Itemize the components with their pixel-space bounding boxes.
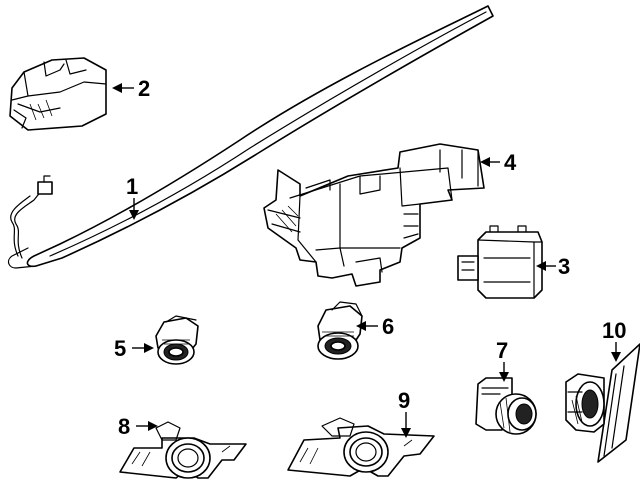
part-6-sensor [317, 301, 363, 360]
callout-9: 9 [398, 388, 410, 413]
part-3-module [457, 225, 543, 299]
callout-1: 1 [126, 174, 138, 199]
part-2-module [9, 57, 107, 131]
part-9-bracket [287, 417, 435, 477]
callout-leaders [112, 83, 621, 438]
callout-10: 10 [602, 318, 626, 343]
callout-7: 7 [496, 338, 508, 363]
part-5-sensor [155, 315, 199, 365]
callout-3: 3 [558, 254, 570, 279]
callout-8: 8 [118, 414, 130, 439]
part-8-bracket [119, 421, 247, 479]
part-10-bracket [565, 343, 640, 463]
part-7-sensor [475, 377, 537, 435]
callout-2: 2 [138, 76, 150, 101]
part-1-trim-strip [7, 5, 494, 269]
callout-4: 4 [504, 150, 517, 175]
callout-5: 5 [114, 336, 126, 361]
callout-6: 6 [382, 314, 394, 339]
part-4-bracket [263, 143, 485, 287]
callout-labels: 1 2 3 4 5 6 7 8 9 10 [114, 76, 626, 439]
